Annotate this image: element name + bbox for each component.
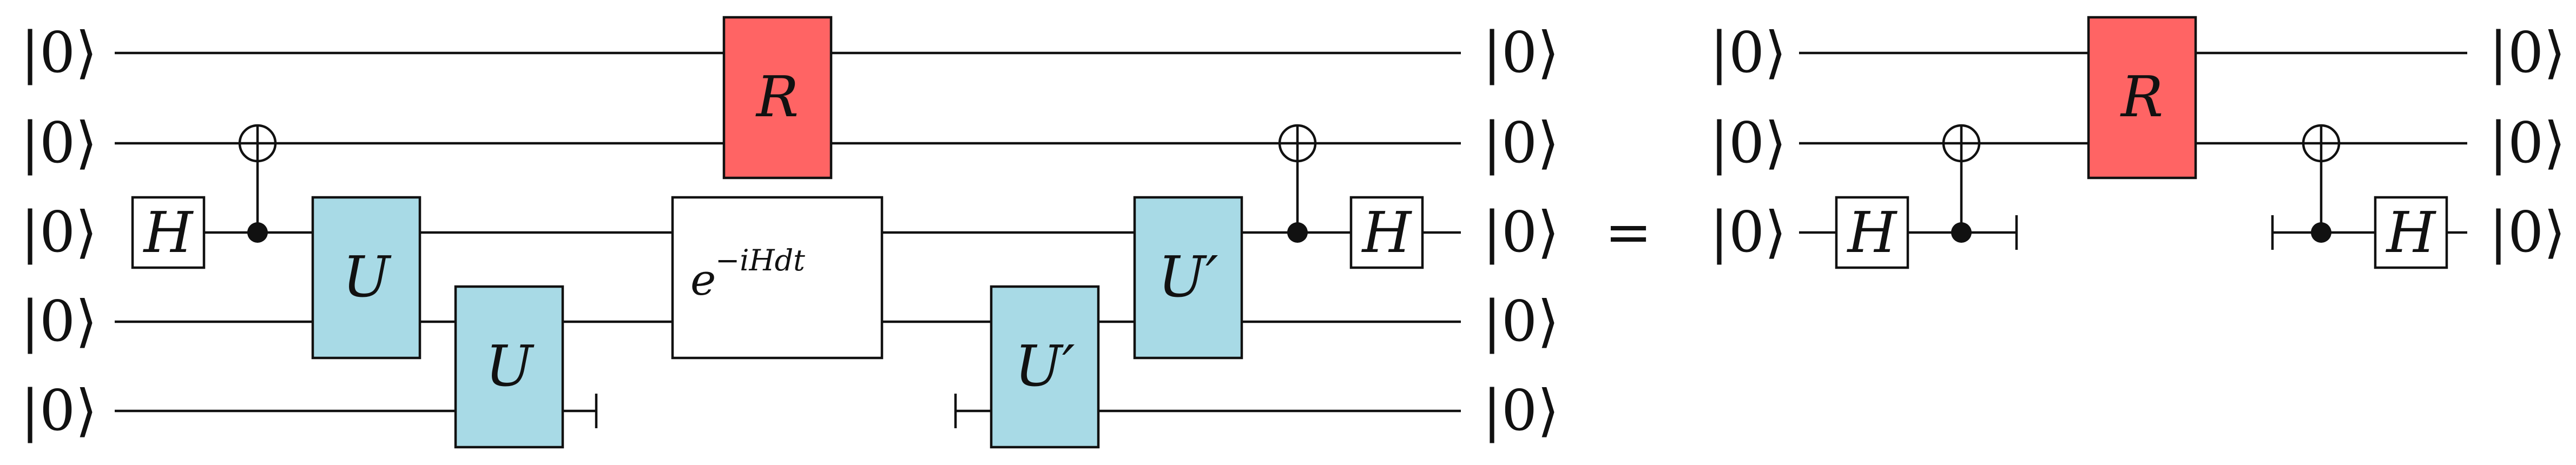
left-h-gate-right-label: H <box>1361 200 1413 265</box>
right-cnot-2-control-dot <box>2311 222 2331 243</box>
right-h-gate-right-label: H <box>2386 200 2437 265</box>
left-input-ket-5: |0⟩ <box>21 377 97 443</box>
left-r-gate: R <box>722 16 833 180</box>
left-input-ket-2: |0⟩ <box>21 110 97 176</box>
right-h-gate-label: H <box>1847 200 1898 265</box>
right-r-gate-label: R <box>2120 64 2163 130</box>
left-u-prime-gate-2-label: U′ <box>1158 244 1218 310</box>
left-output-ket-3: |0⟩ <box>1483 199 1559 265</box>
right-input-ket-3: |0⟩ <box>1710 199 1787 265</box>
left-u-gate-1: U <box>311 196 421 360</box>
left-cnot-1 <box>238 124 277 243</box>
equals-sign: = <box>1605 199 1652 265</box>
left-cnot-2 <box>1278 124 1317 243</box>
left-cnot-1-control-dot <box>247 222 268 243</box>
left-output-ket-4: |0⟩ <box>1483 288 1559 354</box>
left-h-gate-label: H <box>143 200 194 265</box>
left-circuit: |0⟩ |0⟩ |0⟩ |0⟩ |0⟩ H U U <box>21 16 1559 449</box>
left-input-kets: |0⟩ |0⟩ |0⟩ |0⟩ |0⟩ <box>21 19 97 443</box>
left-u-prime-gate-2: U′ <box>1133 196 1243 360</box>
right-output-ket-3: |0⟩ <box>2489 199 2566 265</box>
right-r-gate: R <box>2087 16 2197 180</box>
right-input-ket-2: |0⟩ <box>1710 110 1787 176</box>
left-u-gate-2: U <box>454 285 564 449</box>
right-h-gate: H <box>1835 196 1909 269</box>
left-cnot-2-control-dot <box>1287 222 1308 243</box>
right-output-kets: |0⟩ |0⟩ |0⟩ <box>2489 19 2566 265</box>
evolution-exponent: −iHdt <box>715 243 805 277</box>
left-output-ket-5: |0⟩ <box>1483 377 1559 443</box>
right-input-kets: |0⟩ |0⟩ |0⟩ <box>1710 19 1787 265</box>
evolution-base: e <box>690 255 716 305</box>
left-input-ket-4: |0⟩ <box>21 288 97 354</box>
left-r-gate-label: R <box>755 64 799 130</box>
left-output-ket-1: |0⟩ <box>1483 19 1559 85</box>
left-u-prime-gate-1-label: U′ <box>1014 333 1075 399</box>
left-evolution-gate: e −iHdt <box>671 196 884 360</box>
right-cnot-1 <box>1942 124 1981 243</box>
left-input-ket-3: |0⟩ <box>21 199 97 265</box>
right-h-gate-right: H <box>2374 196 2448 269</box>
left-evolution-gate-label: e <box>690 255 716 305</box>
right-cnot-1-control-dot <box>1951 222 1972 243</box>
left-input-ket-1: |0⟩ <box>21 19 97 85</box>
left-output-kets: |0⟩ |0⟩ |0⟩ |0⟩ |0⟩ <box>1483 19 1559 443</box>
right-input-ket-1: |0⟩ <box>1710 19 1787 85</box>
right-output-ket-2: |0⟩ <box>2489 110 2566 176</box>
left-h-gate: H <box>131 196 206 269</box>
left-h-gate-right: H <box>1349 196 1424 269</box>
left-output-ket-2: |0⟩ <box>1483 110 1559 176</box>
left-u-gate-2-label: U <box>485 333 535 399</box>
left-u-prime-gate-1: U′ <box>990 285 1100 449</box>
left-u-gate-1-label: U <box>342 244 392 310</box>
right-output-ket-1: |0⟩ <box>2489 19 2566 85</box>
right-cnot-2 <box>2302 124 2341 243</box>
right-circuit: |0⟩ |0⟩ |0⟩ H R <box>1710 16 2566 269</box>
